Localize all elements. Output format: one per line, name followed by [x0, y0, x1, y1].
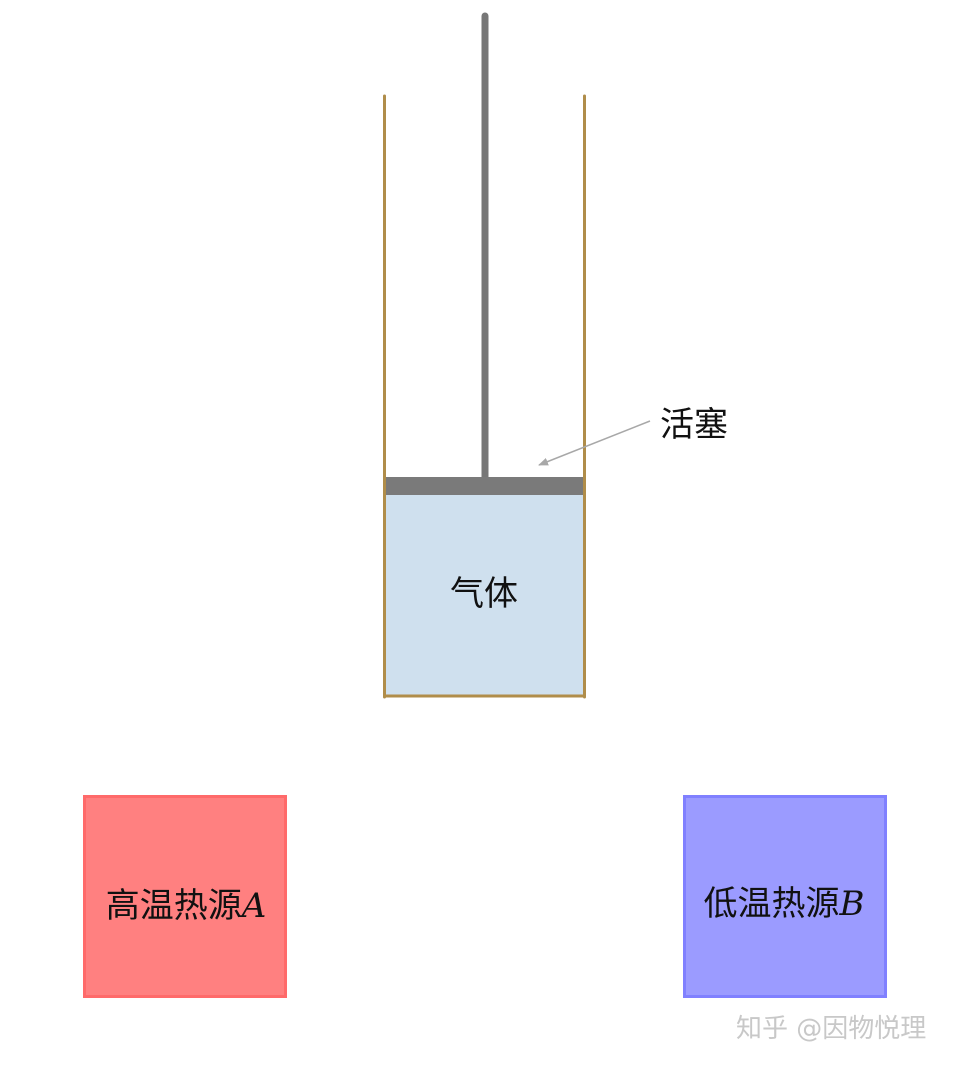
watermark: 知乎 @因物悦理 — [736, 1014, 927, 1044]
gas-label: 气体 — [450, 574, 518, 614]
piston — [386, 477, 583, 495]
cold-source-label: 低温热源B — [704, 884, 865, 924]
piston-arrow — [538, 420, 651, 466]
gas-region — [386, 494, 584, 695]
hot-source-box — [83, 795, 287, 998]
cold-source-box — [683, 795, 887, 998]
hot-source-label: 高温热源A — [106, 886, 267, 926]
piston-label: 活塞 — [660, 405, 728, 445]
